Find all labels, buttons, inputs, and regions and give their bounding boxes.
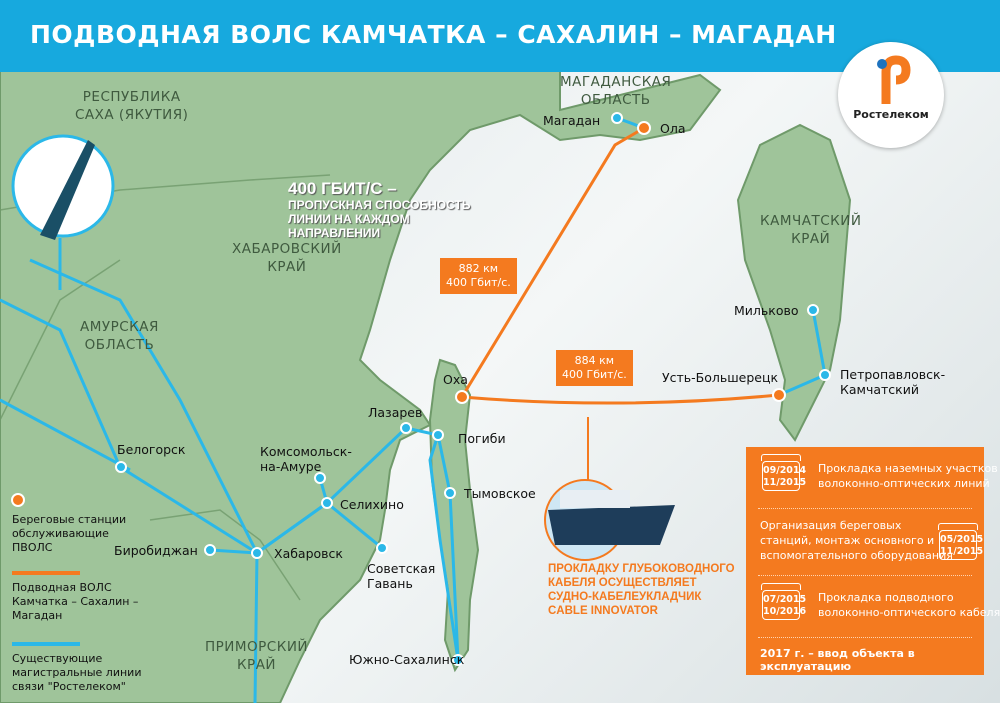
ship-icon <box>548 505 675 545</box>
logo-mark-icon <box>877 55 911 104</box>
city-dot-lazarev <box>400 422 412 434</box>
city-lazarev: Лазарев <box>368 405 423 420</box>
legend-submarine-swatch <box>12 571 80 575</box>
city-komsomolsk: Комсомольск-на-Амуре <box>260 444 352 474</box>
city-dot-milkovo <box>807 304 819 316</box>
schedule-final: 2017 г. – ввод объекта в эксплуатацию <box>760 647 915 673</box>
page-title: ПОДВОДНАЯ ВОЛС КАМЧАТКА – САХАЛИН – МАГА… <box>30 20 837 49</box>
existing-line <box>811 309 827 376</box>
region-border <box>0 259 121 421</box>
city-dot-petropavlovsk <box>819 369 831 381</box>
fiber-cable-icon-body <box>40 140 95 240</box>
existing-line <box>29 258 259 703</box>
city-khabarovsk: Хабаровск <box>274 546 343 561</box>
logo-text: Ростелеком <box>853 108 929 121</box>
city-birobidzhan: Биробиджан <box>114 543 198 558</box>
city-milkovo: Мильково <box>734 303 799 318</box>
city-dot-birobidzhan <box>204 544 216 556</box>
city-dot-sovgavan <box>376 542 388 554</box>
city-pogibi: Погиби <box>458 431 506 446</box>
city-tymovskoe: Тымовское <box>464 486 536 501</box>
city-dot-yuzhno <box>452 654 464 666</box>
city-okha: Оха <box>443 372 468 387</box>
submarine-line-okha-ola <box>460 126 645 398</box>
city-selikhino: Селихино <box>340 497 404 512</box>
city-ola: Ола <box>660 121 686 136</box>
city-magadan: Магадан <box>543 113 601 128</box>
city-ust-bolsheretsk: Усть-Большерецк <box>662 370 779 385</box>
capacity-callout: 400 ГБИТ/С – ПРОПУСКНАЯ СПОСОБНОСТЬ ЛИНИ… <box>288 179 470 240</box>
legend-station-icon <box>11 493 25 507</box>
existing-line <box>0 398 131 472</box>
legend-existing-swatch <box>12 642 80 646</box>
station-dot-ust <box>772 388 786 402</box>
divider <box>758 508 972 509</box>
city-dot-tymovskoe <box>444 487 456 499</box>
capacity-headline: 400 ГБИТ/С – <box>288 179 397 198</box>
city-dot-khabarovsk <box>251 547 263 559</box>
capacity-line: НАПРАВЛЕНИИ <box>288 226 381 240</box>
city-dot-pogibi <box>432 429 444 441</box>
existing-line <box>209 501 383 555</box>
rostelecom-logo: Ростелеком <box>838 42 944 148</box>
mainland <box>0 69 722 703</box>
divider <box>758 637 972 638</box>
city-yuzhno-sakhalinsk: Южно-Сахалинск <box>349 652 465 667</box>
station-dot-ola <box>637 121 651 135</box>
existing-line <box>778 373 826 397</box>
divider <box>758 575 972 576</box>
capacity-line: ЛИНИИ НА КАЖДОМ <box>288 212 410 226</box>
ship-superstructure <box>560 490 630 508</box>
city-belogorsk: Белогорск <box>117 442 186 457</box>
capacity-line: ПРОПУСКНАЯ СПОСОБНОСТЬ <box>288 198 471 212</box>
region-border <box>149 509 301 601</box>
city-dot-magadan <box>611 112 623 124</box>
kamchatka-peninsula <box>736 123 852 442</box>
city-dot-komsomolsk <box>314 472 326 484</box>
submarine-line-okha-ust <box>461 393 780 405</box>
city-petropavlovsk: Петропавловск-Камчатский <box>840 367 946 397</box>
header-bar <box>0 0 1000 72</box>
station-dot-okha <box>455 390 469 404</box>
existing-line <box>428 434 460 661</box>
city-dot-selikhino <box>321 497 333 509</box>
city-dot-belogorsk <box>115 461 127 473</box>
